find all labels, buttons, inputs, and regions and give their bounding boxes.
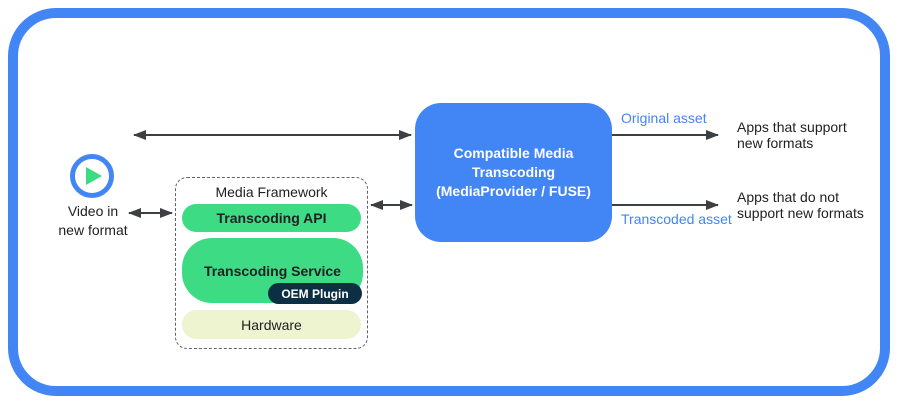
play-icon [70,154,114,198]
media-framework-box: Media Framework Transcoding API Transcod… [175,177,368,349]
layer-transcoding-service: Transcoding Service OEM Plugin [182,238,363,304]
layer-hardware-label: Hardware [241,316,302,333]
layer-transcoding-service-label: Transcoding Service [204,262,341,279]
original-asset-label: Original asset [621,110,707,126]
apps-no-support-label: Apps that do not support new formats [737,189,864,221]
video-source-label: Video in new format [58,203,128,238]
media-framework-title: Media Framework [215,184,328,200]
apps-support-label: Apps that support new formats [737,119,847,151]
layer-transcoding-api: Transcoding API [182,204,361,232]
oem-plugin-label: OEM Plugin [281,286,349,301]
layer-hardware: Hardware [182,310,361,339]
play-triangle-icon [86,167,102,185]
oem-plugin-badge: OEM Plugin [268,283,362,304]
transcoded-asset-label: Transcoded asset [621,211,732,227]
transcoder-box: Compatible Media Transcoding (MediaProvi… [415,103,612,242]
transcoder-label: Compatible Media Transcoding (MediaProvi… [436,145,591,199]
diagram-border [8,8,890,396]
layer-transcoding-api-label: Transcoding API [216,210,327,226]
